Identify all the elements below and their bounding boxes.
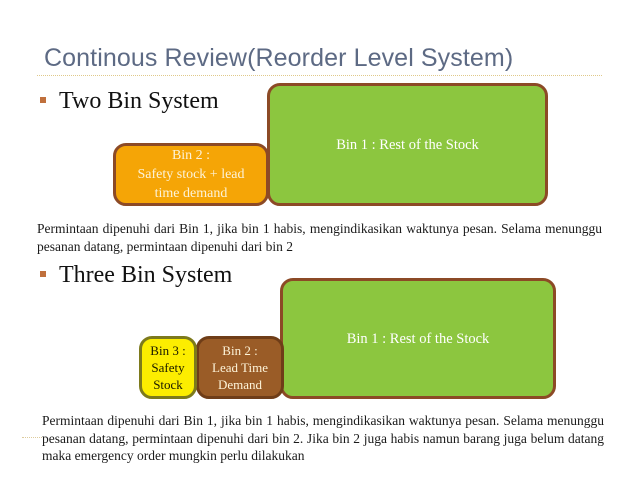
- bullet-two-bin-label: Two Bin System: [59, 88, 219, 114]
- three-bin-box-bin1-label: Bin 1 : Rest of the Stock: [346, 330, 490, 347]
- square-bullet-icon: [40, 271, 46, 277]
- two-bin-box-bin2: Bin 2 : Safety stock + lead time demand: [113, 143, 269, 206]
- bottom-divider: [22, 437, 44, 438]
- three-bin-box-bin3-label: Bin 3 : Safety Stock: [150, 343, 186, 392]
- page-title: Continous Review(Reorder Level System): [44, 44, 514, 72]
- two-bin-box-bin1: Bin 1 : Rest of the Stock: [267, 83, 548, 206]
- two-bin-paragraph: Permintaan dipenuhi dari Bin 1, jika bin…: [37, 221, 602, 254]
- bullet-three-bin-system: Three Bin System: [40, 262, 232, 288]
- three-bin-paragraph: Permintaan dipenuhi dari Bin 1, jika bin…: [42, 413, 604, 463]
- three-bin-box-bin1: Bin 1 : Rest of the Stock: [280, 278, 556, 399]
- bullet-two-bin-system: Two Bin System: [40, 88, 219, 114]
- bullet-three-bin-label: Three Bin System: [59, 262, 233, 288]
- three-bin-box-bin2-label: Bin 2 : Lead Time Demand: [212, 343, 268, 392]
- two-bin-box-bin1-label: Bin 1 : Rest of the Stock: [336, 136, 479, 153]
- title-divider: [37, 75, 602, 76]
- three-bin-box-bin2: Bin 2 : Lead Time Demand: [196, 336, 284, 399]
- square-bullet-icon: [40, 97, 46, 103]
- two-bin-box-bin2-label: Bin 2 : Safety stock + lead time demand: [137, 148, 245, 201]
- three-bin-box-bin3: Bin 3 : Safety Stock: [139, 336, 197, 399]
